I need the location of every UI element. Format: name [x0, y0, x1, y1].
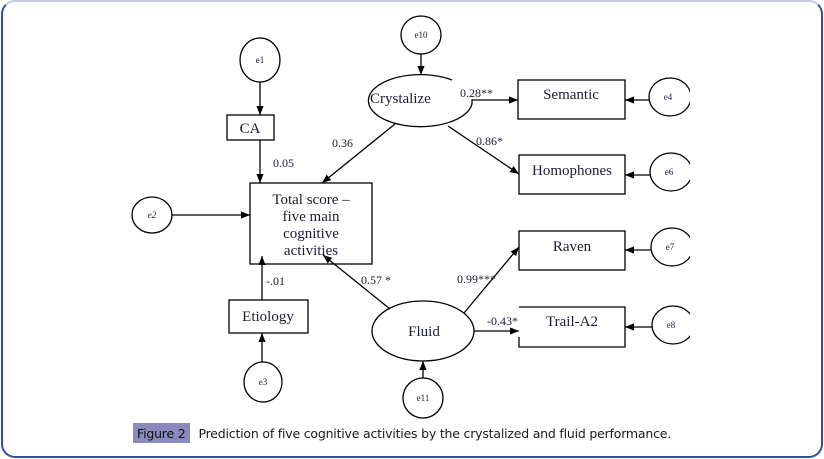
coef-crystalize-total: 0.36	[332, 136, 353, 150]
label-total-3: cognitive	[283, 226, 339, 242]
arrow-crystalize-semantic	[471, 96, 518, 104]
label-homophones: Homophones	[532, 163, 612, 179]
label-e3: e3	[259, 377, 268, 387]
figure-badge: Figure 2	[133, 423, 190, 443]
label-e4: e4	[664, 92, 673, 102]
label-e7: e7	[666, 242, 675, 252]
arrow-crystalize-homophones	[447, 125, 520, 175]
label-ca: CA	[240, 121, 261, 137]
label-total-4: activities	[284, 243, 338, 259]
arrow-fluid-raven	[463, 246, 520, 314]
box-ca	[226, 114, 275, 141]
label-e6: e6	[665, 167, 674, 177]
label-raven: Raven	[553, 239, 592, 255]
coef-fluid-raven: 0.99***	[457, 272, 496, 286]
arrow-crystalize-total	[321, 123, 396, 184]
label-fluid: Fluid	[408, 324, 440, 340]
box-trail-a2	[518, 306, 626, 348]
label-e10: e10	[415, 30, 428, 40]
coef-ca-total: 0.05	[273, 156, 294, 170]
label-e11: e11	[417, 393, 430, 403]
caption-text: Prediction of five cognitive activities …	[198, 425, 672, 441]
error-e3	[243, 361, 283, 403]
arrow-fluid-total	[322, 254, 391, 310]
error-e4	[648, 77, 690, 117]
error-e7	[650, 227, 690, 267]
error-e6	[649, 152, 690, 192]
coef-fluid-trail: -0.43*	[487, 314, 518, 328]
figure-caption: Figure 2 Prediction of five cognitive ac…	[133, 423, 671, 443]
label-total-1: Total score –	[272, 192, 350, 208]
coef-etiology-total: -.01	[266, 274, 285, 288]
error-e8	[651, 305, 690, 345]
box-etiology	[228, 299, 309, 334]
coef-fluid-total: 0.57 *	[361, 273, 391, 287]
label-etiology: Etiology	[242, 309, 294, 325]
label-crystalize: Crystalize	[370, 91, 431, 107]
coef-crystalize-homophones: 0.86*	[476, 134, 503, 148]
label-e8: e8	[667, 320, 676, 330]
label-trail-a2: Trail-A2	[546, 314, 598, 330]
label-e2: e2	[148, 210, 157, 220]
coef-crystalize-semantic: 0.28**	[460, 86, 493, 100]
box-total-score	[249, 182, 373, 265]
label-semantic: Semantic	[543, 87, 599, 103]
label-total-2: five main	[282, 209, 340, 225]
latent-crystalize-shape	[367, 74, 473, 128]
label-e1: e1	[256, 55, 265, 65]
